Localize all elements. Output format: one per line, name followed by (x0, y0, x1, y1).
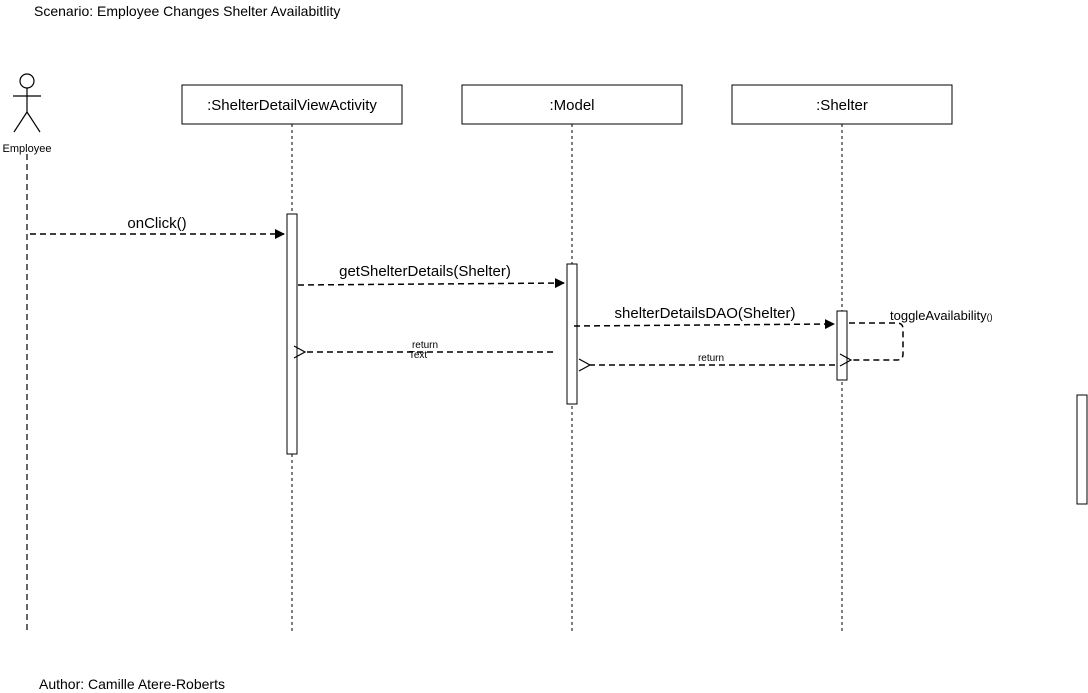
lifeline-head-box (181, 84, 403, 125)
lifeline-label: :ShelterDetailViewActivity (207, 97, 377, 114)
activation-bar-activity (286, 213, 298, 455)
message-label: onClick() (127, 215, 186, 232)
message-get-shelter-details: getShelterDetails(Shelter) (297, 263, 565, 289)
message-return-to-model: return (590, 353, 835, 365)
message-arrow (297, 278, 565, 289)
self-message-arrow (849, 322, 904, 360)
activation-bar-model (566, 263, 578, 405)
message-label-parens: () (987, 312, 993, 322)
lifeline-shelter: :Shelter (731, 84, 953, 632)
stray-box (1076, 394, 1088, 505)
message-shelter-details-dao: shelterDetailsDAO(Shelter) (573, 305, 835, 330)
return-text-label: Text (409, 350, 428, 361)
diagram-author: Author: Camille Atere-Roberts (39, 676, 225, 692)
diagram-title: Scenario: Employee Changes Shelter Avail… (34, 3, 341, 19)
actor-employee: Employee (3, 73, 52, 630)
return-label: return (698, 353, 724, 364)
return-label: return (412, 340, 438, 351)
lifeline-model: :Model (461, 84, 683, 632)
lifeline-label: :Model (549, 97, 594, 114)
lifeline-head-box (731, 84, 953, 125)
message-onclick: onClick() (30, 215, 285, 239)
message-arrow (573, 319, 835, 330)
message-label: getShelterDetails(Shelter) (339, 263, 511, 280)
message-label: shelterDetailsDAO(Shelter) (615, 305, 796, 322)
activation-bar-shelter (836, 310, 848, 381)
actor-label: Employee (3, 143, 52, 155)
lifeline-head-box (461, 84, 683, 125)
lifeline-label: :Shelter (816, 97, 868, 114)
stick-figure-icon (13, 73, 41, 133)
message-label: toggleAvailability() (890, 308, 993, 323)
message-return-to-activity: return Text (305, 340, 553, 361)
message-toggle-availability: toggleAvailability() (849, 308, 993, 360)
